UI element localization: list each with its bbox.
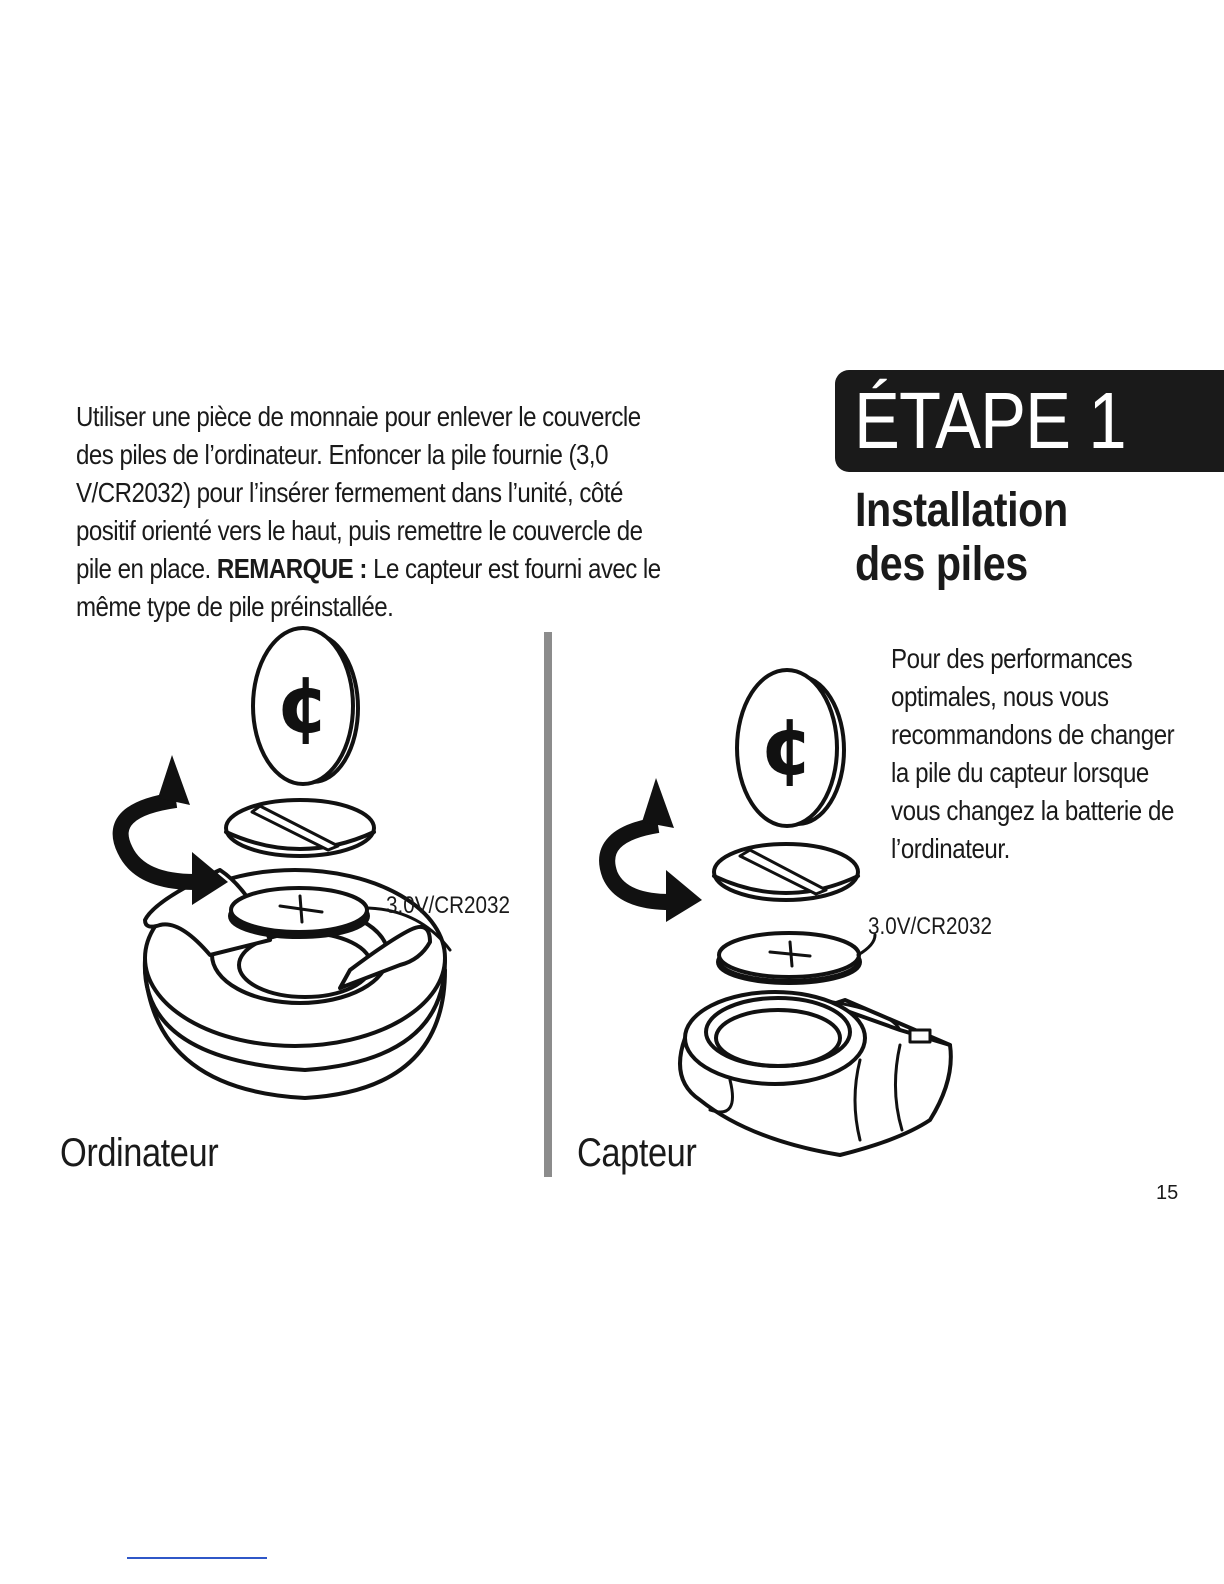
section-title-line-1: Installation xyxy=(855,484,1068,537)
sensor-caption: Capteur xyxy=(577,1131,697,1175)
step-banner xyxy=(835,370,1224,472)
rotate-arrow-icon xyxy=(599,778,702,922)
section-title: Installation des piles xyxy=(855,484,1068,592)
coin-icon xyxy=(251,626,355,786)
intro-paragraph: Utiliser une pièce de monnaie pour enlev… xyxy=(76,398,678,626)
coin-icon xyxy=(735,668,839,828)
intro-text: Utiliser une pièce de monnaie pour enlev… xyxy=(76,401,643,584)
coin-symbol: ¢ xyxy=(760,703,814,793)
section-title-line-2: des piles xyxy=(855,538,1028,591)
footer-link-underline xyxy=(127,1557,267,1559)
note-label: REMARQUE : xyxy=(216,553,368,584)
column-divider xyxy=(544,632,552,1177)
computer-battery-illustration: ¢ xyxy=(112,626,452,1100)
rotate-arrow-icon xyxy=(112,755,228,905)
coin-symbol: ¢ xyxy=(276,661,330,751)
step-label: ÉTAPE 1 xyxy=(854,376,1127,465)
battery-label-computer: 3.0V/CR2032 xyxy=(386,892,510,919)
computer-caption: Ordinateur xyxy=(60,1131,219,1175)
page-number: 15 xyxy=(1156,1182,1179,1204)
tip-text: Pour des performances optimales, nous vo… xyxy=(891,643,1175,864)
sensor-battery-illustration: ¢ xyxy=(599,668,953,1157)
note-text: Le capteur est fourni avec le même type … xyxy=(76,553,661,622)
battery-label-sensor: 3.0V/CR2032 xyxy=(868,913,992,940)
